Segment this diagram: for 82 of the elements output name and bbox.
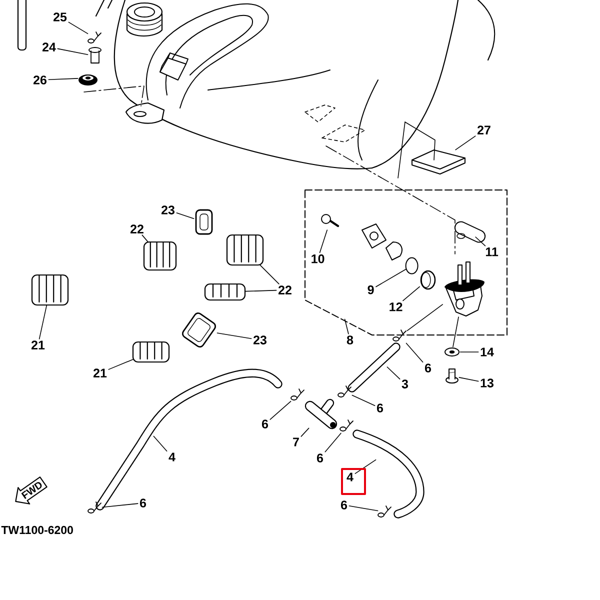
damper	[31, 274, 69, 306]
leader-line	[475, 236, 486, 246]
leader-line	[354, 459, 376, 474]
callout-number: 24	[42, 42, 56, 52]
callout-number: 22	[278, 286, 292, 294]
callout-number: 11	[486, 248, 498, 256]
hose-clip	[340, 420, 354, 432]
washer	[444, 348, 460, 356]
o-ring	[405, 257, 418, 274]
callout-number: 6	[376, 404, 384, 412]
callout-number: 25	[54, 12, 67, 22]
leader-line	[406, 304, 443, 332]
leader-line	[102, 503, 138, 508]
callout-number: 27	[478, 126, 490, 134]
screw	[321, 214, 340, 228]
drawing-number: TW1100-6200	[1, 526, 73, 534]
bolt	[446, 368, 458, 384]
leader-line	[348, 506, 378, 512]
callout-number: 13	[480, 378, 494, 388]
damper	[226, 234, 264, 266]
callout-number: 3	[402, 380, 408, 388]
fuel-hose	[352, 430, 424, 518]
leader-line	[260, 264, 280, 284]
leader-line	[216, 332, 252, 339]
callout-number: 21	[94, 368, 107, 378]
leader-line	[319, 230, 328, 254]
grommet	[78, 74, 98, 86]
hose-clip	[392, 330, 406, 342]
callout-number: 6	[340, 500, 348, 510]
gasket-plate	[456, 233, 466, 239]
callout-number: 6	[424, 364, 432, 372]
callout-number: 22	[130, 224, 144, 234]
leader-line	[270, 400, 292, 420]
leader-line	[455, 136, 476, 150]
callout-number: 9	[368, 285, 374, 294]
leader-line	[48, 78, 78, 80]
callout-number: 12	[390, 302, 402, 312]
leader-line	[376, 268, 406, 288]
leader-line	[153, 436, 168, 452]
leader-line	[142, 234, 148, 242]
damper	[132, 341, 170, 363]
fuel-hose	[96, 368, 282, 510]
callout-number: 21	[32, 340, 45, 350]
leader-line	[344, 318, 349, 334]
rubber-pad	[412, 150, 466, 174]
leader-line	[68, 22, 88, 34]
damper	[143, 241, 177, 271]
dashed-group-outline	[304, 190, 508, 336]
leader-line	[244, 290, 277, 292]
hose-clip	[88, 502, 102, 514]
hose-clip	[88, 32, 102, 44]
callout-number: 8	[346, 336, 354, 344]
filter-cap	[420, 270, 436, 290]
callout-number: 10	[312, 254, 324, 264]
callout-number: 26	[34, 76, 46, 84]
hose-clip	[290, 388, 304, 400]
callout-number: 7	[293, 438, 299, 446]
leader-line	[38, 304, 48, 340]
fuel-cock	[444, 262, 484, 316]
callout-number: 23	[162, 206, 174, 214]
callout-number: 6	[316, 454, 324, 462]
leader-line	[324, 432, 342, 452]
leader-line	[108, 359, 134, 370]
damper-frame	[195, 209, 213, 235]
t-joint	[304, 398, 338, 430]
leader-line	[458, 377, 479, 382]
leader-line	[452, 316, 459, 348]
callout-number: 4	[346, 472, 354, 482]
damper	[204, 283, 246, 301]
callout-number: 23	[254, 336, 266, 344]
hose-clip	[338, 386, 352, 398]
damper-frame	[182, 312, 216, 348]
collar	[88, 47, 102, 64]
leader-line	[352, 394, 376, 406]
leader-line	[406, 342, 424, 362]
callout-number: 14	[480, 348, 494, 356]
fuel-hose	[348, 342, 400, 392]
leader-line	[57, 48, 88, 55]
leader-line	[300, 428, 310, 437]
leader-line	[176, 212, 194, 219]
leader-line	[402, 286, 420, 302]
leader-line	[386, 366, 400, 380]
